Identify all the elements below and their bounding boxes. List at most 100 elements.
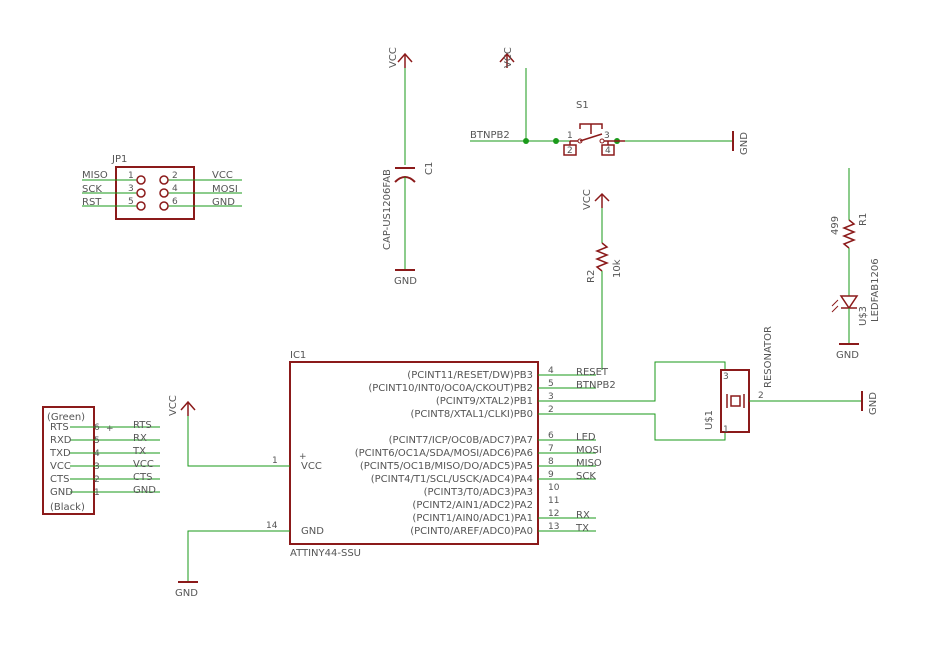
ic1-pin-net: LED: [576, 432, 596, 443]
ic1-vcc-supply-label: VCC: [168, 395, 179, 416]
jp1-label-vcc: VCC: [212, 170, 233, 181]
ic1-pin-label: (PCINT3/T0/ADC3)PA3: [424, 487, 533, 498]
led-ray-2: [831, 305, 839, 313]
jp1-pad-6: [159, 201, 169, 211]
ic1-pin-label: (PCINT1/AIN0/ADC1)PA1: [412, 513, 533, 524]
ic1-pin-label: (PCINT0/AREF/ADC0)PA0: [410, 526, 533, 537]
ftdi-pin-num: 3: [94, 462, 100, 472]
s1-switch: VCC BTNPB2 S1 1 2 3 4 GND: [470, 47, 750, 156]
ic1-pin-label: (PCINT7/ICP/OC0B/ADC7)PA7: [389, 435, 533, 446]
ic1-pin-num: 8: [548, 457, 554, 467]
led-ray-1: [831, 299, 839, 307]
ftdi-pin-num: 4: [94, 449, 100, 459]
u1-pin-1: 1: [723, 425, 729, 435]
ic1-pin-label: (PCINT8/XTAL1/CLKI)PB0: [410, 409, 533, 420]
ic1-pin-label: (PCINT5/OC1B/MISO/DO/ADC5)PA5: [360, 461, 533, 472]
jp1-ref: JP1: [111, 154, 127, 165]
ic1-pin-net: MISO: [576, 458, 602, 469]
ic1-gnd-supply-label: GND: [175, 588, 198, 599]
ic1-pin-net: RX: [576, 510, 590, 521]
ftdi-pin-num: 2: [94, 475, 100, 485]
u1-gnd-label: GND: [868, 392, 879, 415]
ic1-pin-num: 9: [548, 470, 554, 480]
ic1-pin-group: (PCINT11/RESET/DW)PB3 4 RESET (PCINT10/INT0…: [355, 366, 616, 537]
jp1-num-1: 1: [128, 171, 134, 181]
ftdi-top-label: (Green): [47, 412, 85, 423]
ic1-pin-label: (PCINT2/AIN1/ADC2)PA2: [412, 500, 533, 511]
ic1-pin-label: (PCINT6/OC1A/SDA/MOSI/ADC6)PA6: [355, 448, 533, 459]
ic1-pin-num: 7: [548, 444, 554, 454]
ftdi-pin-num: 6: [94, 423, 100, 433]
jp1-label-rst: RST: [82, 197, 102, 208]
ic1-pb0-wire: [538, 413, 726, 441]
ftdi-pin-label: CTS: [50, 474, 69, 485]
ftdi-pin-net: RTS: [133, 420, 152, 431]
s1-ref: S1: [576, 100, 589, 111]
ic1-pin-net: SCK: [576, 471, 596, 482]
ic1-pb1-wire: [538, 361, 726, 402]
ic1-vcc-plus: +: [299, 452, 307, 462]
ftdi-pin-label: GND: [50, 487, 73, 498]
led-gnd-label: GND: [836, 350, 859, 361]
s1-vcc-label: VCC: [503, 47, 514, 68]
jp1-label-mosi: MOSI: [212, 184, 238, 195]
s1-gnd-label: GND: [739, 132, 750, 155]
s1-junction-left: [553, 138, 559, 144]
ic1-pin-num: 12: [548, 509, 559, 519]
u1-crystal: [730, 395, 741, 407]
u3-ref: U$3: [858, 306, 869, 326]
u1-pin-3: 3: [723, 372, 729, 382]
ftdi-pin-label: RXD: [50, 435, 72, 446]
ic1-pin-net: MOSI: [576, 445, 602, 456]
s1-junction-vcc: [523, 138, 529, 144]
r2-ref: R2: [586, 270, 597, 283]
ic1-pin-num: 4: [548, 366, 554, 376]
ic1-pin-label: (PCINT4/T1/SCL/USCK/ADC4)PA4: [371, 474, 533, 485]
ic1-pin-net: RESET: [576, 367, 609, 378]
ftdi-pin-label: TXD: [49, 448, 71, 459]
ic1-pin-net: TX: [575, 523, 589, 534]
jp1-num-4: 4: [172, 184, 178, 194]
ic1-pin-num: 3: [548, 392, 554, 402]
ic1-pin-14-num: 14: [266, 521, 278, 531]
ic1-pin-num: 2: [548, 405, 554, 415]
r1-ref: R1: [858, 213, 869, 226]
ic1-pin-num: 6: [548, 431, 554, 441]
c1-vcc-label: VCC: [388, 47, 399, 68]
s1-pin-3: 3: [604, 131, 610, 141]
s1-pin-2: 2: [567, 146, 573, 156]
jp1-label-miso: MISO: [82, 170, 108, 181]
ftdi-pin-net: VCC: [133, 459, 154, 470]
r1-led-branch: R1 499 GND U$3 LEDFAB1206: [830, 168, 881, 361]
ftdi-pin-num: 1: [94, 488, 100, 498]
ic1-pin-1-num: 1: [272, 456, 278, 466]
u1-ref: U$1: [704, 410, 715, 430]
ftdi-body: [42, 406, 95, 515]
ftdi-pin-num: 5: [94, 436, 100, 446]
c1-ref: C1: [424, 162, 435, 175]
r1-value: 499: [830, 216, 841, 235]
s1-pin-4: 4: [605, 146, 611, 156]
led-diode: [839, 295, 859, 310]
ic1-ref: IC1: [290, 350, 306, 361]
jp1-header: JP1 MISO 1 2 VCC SCK 3 4 MOSI RST 5 6 GN…: [82, 154, 242, 220]
jp1-pad-2: [159, 175, 169, 185]
ic1-pin-num: 11: [548, 496, 559, 506]
ic1-pin-label: (PCINT11/RESET/DW)PB3: [407, 370, 533, 381]
ic1-pin-1-label: VCC: [301, 461, 322, 472]
r2-resistor: VCC R2 10k: [582, 189, 623, 370]
jp1-num-2: 2: [172, 171, 178, 181]
ic1-pin-num: 10: [548, 483, 560, 493]
u3-value: LEDFAB1206: [870, 258, 881, 322]
s1-net-label: BTNPB2: [470, 130, 510, 141]
ftdi-pin-net: TX: [132, 446, 146, 457]
ic1-pin-label: (PCINT9/XTAL2)PB1: [436, 396, 533, 407]
s1-pin-1: 1: [567, 131, 573, 141]
u1-pin-2: 2: [758, 391, 764, 401]
ic1-pin-label: (PCINT10/INT0/OC0A/CKOUT)PB2: [368, 383, 533, 394]
c1-capacitor: VCC GND C1 CAP-US1206FAB: [382, 47, 435, 287]
